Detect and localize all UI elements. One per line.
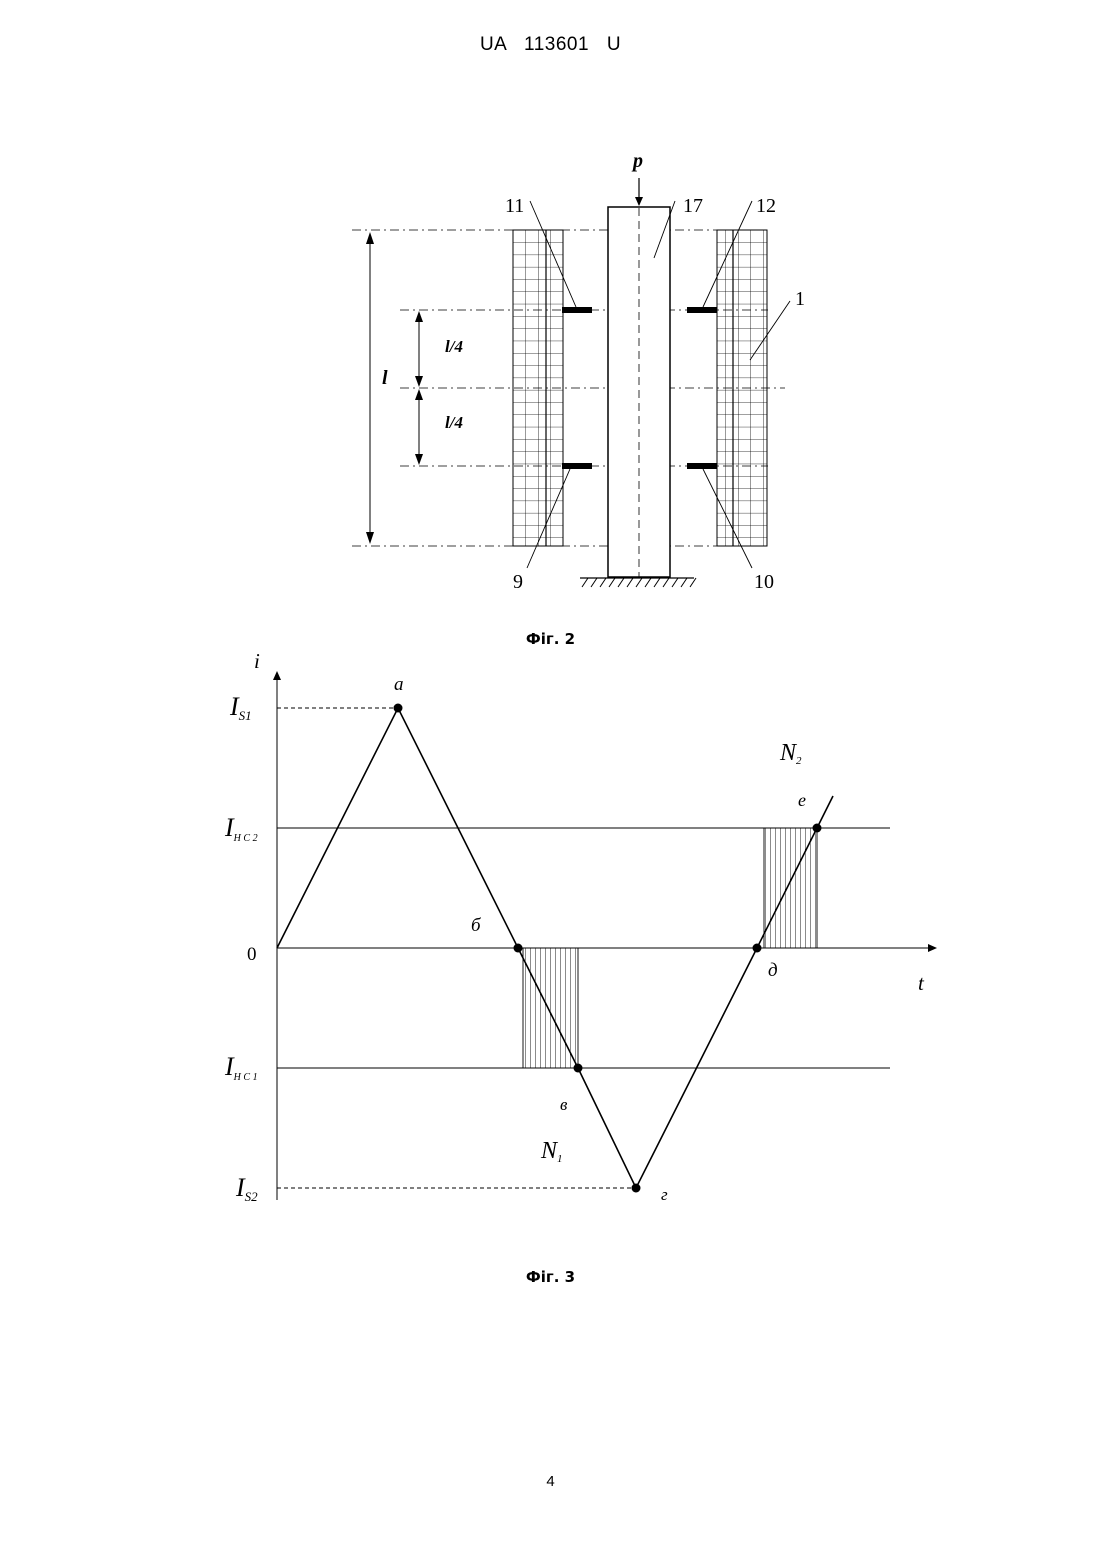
dim-l-arrow-top	[366, 232, 374, 244]
point-g-label: г	[661, 1185, 668, 1204]
label-1: 1	[795, 288, 805, 310]
origin-label: 0	[247, 944, 257, 965]
y-axis-label: i	[254, 649, 260, 673]
point-e-label: е	[798, 790, 806, 810]
point-d	[753, 944, 762, 953]
page-number: 4	[0, 1473, 1101, 1490]
label-12: 12	[756, 195, 776, 217]
label-N2: N2	[779, 740, 802, 767]
point-b	[514, 944, 523, 953]
dim-label-l4-lower: l/4	[445, 413, 463, 432]
point-e	[813, 824, 822, 833]
figure-3-caption: Фіг. 3	[0, 1268, 1101, 1286]
label-IHC1: IH C 1	[224, 1052, 258, 1083]
label-11: 11	[505, 195, 524, 217]
label-10: 10	[754, 571, 774, 593]
sensor-12	[687, 307, 717, 313]
label-IS2: IS2	[235, 1173, 258, 1204]
right-winding-grid	[717, 230, 767, 546]
point-d-label: д	[768, 960, 778, 981]
left-winding-grid	[513, 230, 563, 546]
figure-2-caption: Фіг. 2	[0, 630, 1101, 648]
figure-2-diagram: p 11 12 17 1 9 10 l l/4	[352, 150, 805, 593]
hatched-region-N2	[764, 828, 817, 948]
point-a-label: а	[394, 674, 404, 695]
point-a	[394, 704, 403, 713]
dim-label-l: l	[382, 367, 388, 389]
point-g	[632, 1184, 641, 1193]
dim-l-arrow-bottom	[366, 532, 374, 544]
point-v	[574, 1064, 583, 1073]
label-N1: N1	[540, 1138, 563, 1165]
point-v-label: в	[560, 1095, 568, 1114]
x-axis-label: t	[918, 971, 925, 995]
dim-label-l4-upper: l/4	[445, 337, 463, 356]
label-9: 9	[513, 571, 523, 593]
label-17: 17	[683, 195, 703, 217]
figure-3-chart: i t 0 а б в г д е IS1 IH C 2 IH C 1 IS2	[224, 649, 936, 1204]
sensor-9	[562, 463, 592, 469]
ground-hatch	[582, 578, 696, 587]
load-label-p: p	[631, 150, 643, 172]
sensor-11	[562, 307, 592, 313]
point-b-label: б	[471, 915, 482, 936]
label-IS1: IS1	[229, 692, 252, 723]
label-IHC2: IH C 2	[224, 813, 258, 844]
sensor-10	[687, 463, 717, 469]
